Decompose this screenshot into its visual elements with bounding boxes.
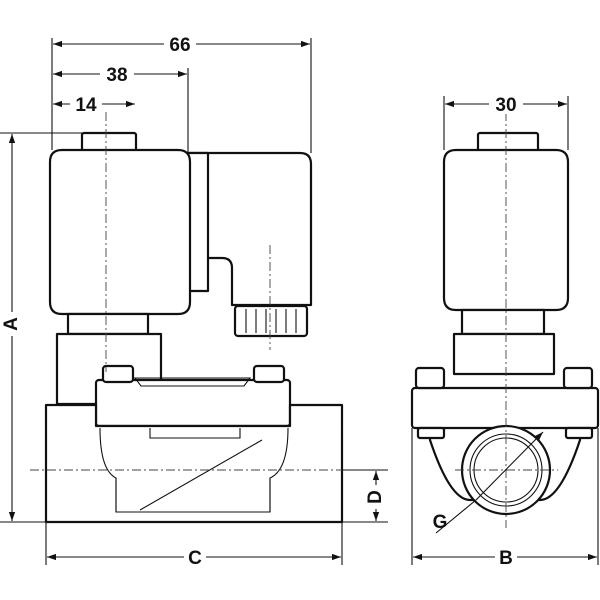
- front-view: [30, 112, 360, 524]
- side-bolt-top-right: [562, 366, 594, 390]
- dim-d-label: D: [365, 490, 386, 504]
- front-cover-plate: [94, 378, 292, 428]
- front-diaphragm-diagonal: [139, 439, 263, 511]
- dim-c-label: C: [188, 548, 202, 569]
- front-cover-recess: [133, 377, 252, 387]
- side-bolt-bottom-left: [416, 426, 446, 440]
- side-cover-plate: [410, 386, 600, 430]
- dim-a-label: A: [1, 317, 22, 331]
- dim-b-label: B: [499, 548, 513, 569]
- side-bolt-bottom-right: [564, 426, 594, 440]
- front-connector-knob: [233, 304, 309, 338]
- dim-30-label: 30: [495, 95, 516, 116]
- dim-14-label: 14: [75, 95, 97, 116]
- front-armature-nut: [66, 312, 150, 336]
- side-coil-body: [442, 148, 570, 312]
- front-valve-body: [44, 403, 344, 524]
- front-cover-bolt-left: [101, 364, 135, 384]
- front-coil-cap: [80, 131, 138, 153]
- side-armature-tube: [452, 332, 556, 376]
- side-bolt-top-left: [414, 366, 446, 390]
- side-coil-cap: [476, 131, 540, 153]
- g-diameter-arrow: [475, 431, 544, 501]
- front-valve-cavity: [99, 427, 289, 513]
- side-armature-nut: [460, 308, 546, 336]
- front-connector-housing: [186, 151, 313, 307]
- dim-g-label: G: [433, 512, 448, 533]
- side-view: [410, 112, 600, 534]
- front-valve-seat: [149, 428, 241, 439]
- dimension-labels: 66 38 14 30 A C B D G: [1, 32, 523, 569]
- front-coil-body: [48, 148, 192, 316]
- dim-38-label: 38: [106, 65, 127, 86]
- g-leader-line: [435, 499, 477, 534]
- dim-66-label: 66: [169, 35, 190, 56]
- front-cover-bolt-right: [252, 364, 286, 384]
- front-knob-grip-lines: [245, 309, 297, 333]
